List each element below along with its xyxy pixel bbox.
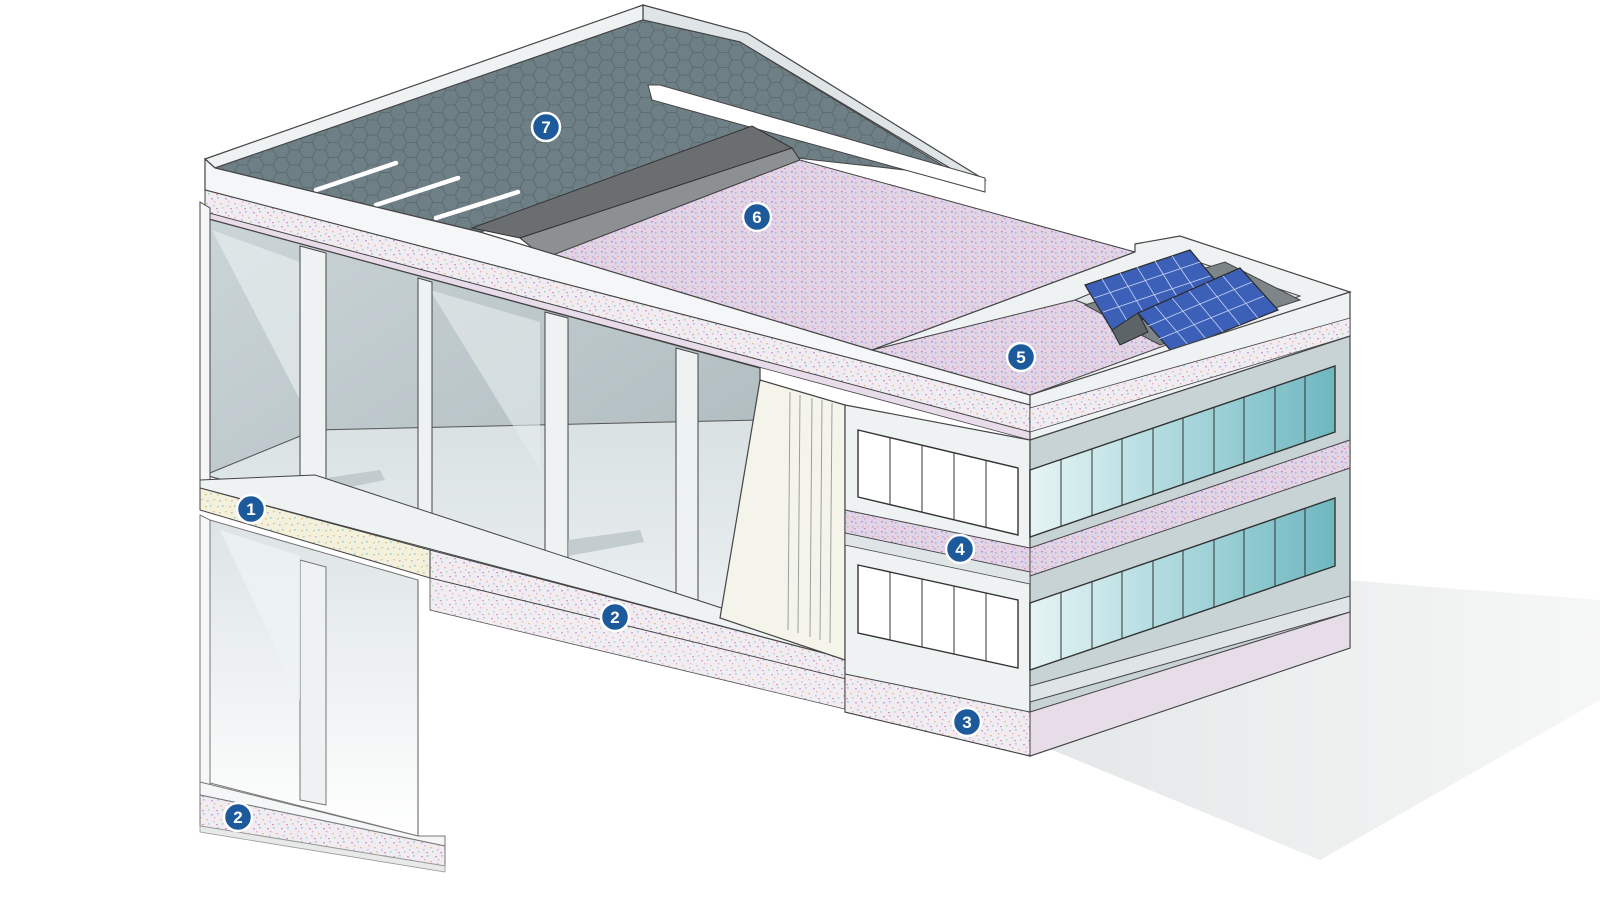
callout-marker-circle [599, 601, 631, 633]
callout-marker-m3: 3 [951, 706, 983, 738]
callout-marker-circle [530, 111, 562, 143]
callout-marker-m2b: 2 [222, 801, 254, 833]
callout-marker-label: 7 [541, 118, 550, 137]
callout-marker-circle [944, 533, 976, 565]
upper-room-light [212, 230, 300, 400]
callout-marker-circle [951, 706, 983, 738]
lower-light [220, 530, 300, 700]
lower-room-frame [199, 514, 211, 801]
lower-column [299, 559, 327, 806]
callout-marker-m1: 1 [235, 493, 267, 525]
roof-stripes [313, 160, 521, 221]
callout-marker-label: 3 [962, 713, 971, 732]
solar-panel-icon [1084, 249, 1280, 353]
front-windows-lower [857, 564, 1019, 669]
callout-marker-label: 1 [246, 500, 255, 519]
callout-marker-m7: 7 [530, 111, 562, 143]
side-floor-band [1029, 439, 1351, 577]
lower-floor [199, 781, 446, 847]
front-windows-upper [857, 429, 1019, 536]
markers-layer: 1 2 2 3 4 5 6 7 [222, 111, 1037, 833]
callout-marker-label: 5 [1016, 348, 1025, 367]
callout-marker-label: 2 [233, 808, 242, 827]
side-windows-upper [1029, 365, 1336, 538]
callout-marker-label: 4 [955, 540, 965, 559]
roof-curb [647, 84, 986, 193]
base-slab-side [1029, 611, 1351, 757]
callout-marker-m2a: 2 [599, 601, 631, 633]
ground-shadow [1040, 580, 1600, 860]
upper-left-frame [199, 201, 211, 483]
upper-room-light-2 [430, 290, 540, 470]
callout-marker-circle [235, 493, 267, 525]
side-windows-lower [1029, 497, 1336, 671]
callout-marker-circle [741, 201, 773, 233]
callout-marker-label: 6 [752, 208, 761, 227]
callout-marker-m6: 6 [741, 201, 773, 233]
callout-marker-m5: 5 [1005, 341, 1037, 373]
callout-marker-label: 2 [610, 608, 619, 627]
stair-core-lines [787, 391, 833, 644]
callout-marker-circle [222, 801, 254, 833]
callout-marker-circle [1005, 341, 1037, 373]
callout-marker-m4: 4 [944, 533, 976, 565]
lower-slab-base [199, 825, 446, 873]
